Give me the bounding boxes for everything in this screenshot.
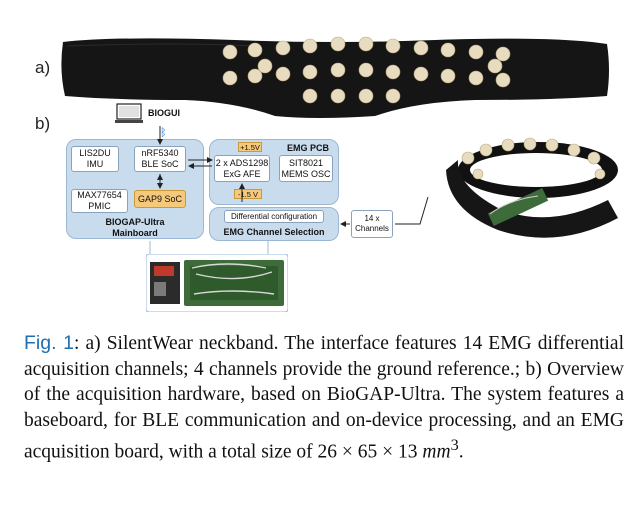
panel-a-label: a) bbox=[35, 58, 51, 77]
mainboard-title: BIOGAP-Ultra Mainboard bbox=[66, 217, 204, 239]
channels-line2: Channels bbox=[355, 224, 389, 233]
channels-box: 14 x Channels bbox=[351, 210, 393, 238]
emg-pcb-title: EMG PCB bbox=[286, 143, 329, 153]
electrode-dot bbox=[222, 44, 238, 60]
electrode-dot bbox=[330, 88, 346, 104]
caption-exponent: 3 bbox=[450, 436, 459, 454]
caption-dimensions: 26 × 65 × 13 bbox=[317, 441, 418, 463]
pcb-photo bbox=[146, 254, 288, 312]
figure-number: Fig. 1 bbox=[24, 332, 74, 354]
electrode-dot bbox=[468, 44, 484, 60]
gap9-label: GAP9 SoC bbox=[137, 193, 183, 204]
ble-box: nRF5340 BLE SoC bbox=[134, 146, 186, 172]
electrode-dot bbox=[385, 38, 401, 54]
osc-box: SIT8021 MEMS OSC bbox=[279, 155, 333, 182]
mainboard-title-line1: BIOGAP-Ultra bbox=[105, 217, 165, 227]
electrode-dot bbox=[302, 64, 318, 80]
mainboard-title-line2: Mainboard bbox=[112, 228, 158, 238]
pmic-line2: PMIC bbox=[88, 201, 111, 211]
electrode-dot bbox=[358, 88, 374, 104]
vpos-badge: +1.5V bbox=[238, 142, 262, 152]
bluetooth-icon: ᛒ bbox=[160, 127, 167, 139]
electrode-dot bbox=[468, 70, 484, 86]
panel-b-label: b) bbox=[35, 114, 51, 133]
osc-line2: MEMS OSC bbox=[281, 168, 331, 179]
caption-text: : a) SilentWear neckband. The interface … bbox=[24, 333, 624, 463]
electrode-dot bbox=[413, 66, 429, 82]
electrode-dot bbox=[495, 46, 511, 62]
electrode-dot bbox=[358, 62, 374, 78]
ble-line2: BLE SoC bbox=[141, 159, 179, 169]
pmic-line1: MAX77654 bbox=[77, 190, 122, 200]
neckband-photo bbox=[61, 36, 609, 118]
computer-icon bbox=[115, 103, 143, 123]
figure-caption: Fig. 1: a) SilentWear neckband. The inte… bbox=[24, 331, 624, 465]
electrode-dot bbox=[385, 64, 401, 80]
electrode-dot bbox=[358, 36, 374, 52]
imu-line1: LIS2DU bbox=[79, 148, 111, 158]
caption-end: . bbox=[458, 441, 464, 463]
band-photo bbox=[446, 137, 618, 238]
electrode-dot bbox=[440, 42, 456, 58]
electrode-dot bbox=[247, 42, 263, 58]
osc-line1: SIT8021 bbox=[288, 157, 324, 168]
diff-config-box: Differential configuration bbox=[224, 210, 324, 223]
afe-line2: ExG AFE bbox=[223, 168, 261, 179]
electrode-dot bbox=[275, 40, 291, 56]
afe-box: 2 x ADS1298 ExG AFE bbox=[214, 155, 270, 182]
electrode-dot bbox=[330, 36, 346, 52]
channels-line1: 14 x bbox=[364, 214, 380, 223]
electrode-dot bbox=[487, 58, 503, 74]
pmic-box: MAX77654 PMIC bbox=[71, 189, 128, 213]
vneg-badge: -1.5 V bbox=[234, 189, 262, 199]
electrode-dot bbox=[222, 70, 238, 86]
electrode-dot bbox=[302, 88, 318, 104]
electrode-dot bbox=[257, 58, 273, 74]
electrode-dot bbox=[440, 68, 456, 84]
electrode-dot bbox=[495, 72, 511, 88]
imu-box: LIS2DU IMU bbox=[71, 146, 119, 172]
biogui-label: BIOGUI bbox=[148, 108, 181, 118]
electrode-dot bbox=[413, 40, 429, 56]
ble-line1: nRF5340 bbox=[141, 148, 179, 158]
electrode-dot bbox=[275, 66, 291, 82]
caption-unit: mm bbox=[422, 441, 451, 463]
electrode-dot bbox=[330, 62, 346, 78]
afe-line1: 2 x ADS1298 bbox=[215, 157, 269, 168]
electrode-dot bbox=[302, 38, 318, 54]
gap9-box: GAP9 SoC bbox=[134, 190, 186, 208]
electrode-dot bbox=[247, 68, 263, 84]
electrode-dot bbox=[385, 88, 401, 104]
imu-line2: IMU bbox=[86, 159, 104, 169]
channel-selection-title: EMG Channel Selection bbox=[223, 227, 325, 237]
